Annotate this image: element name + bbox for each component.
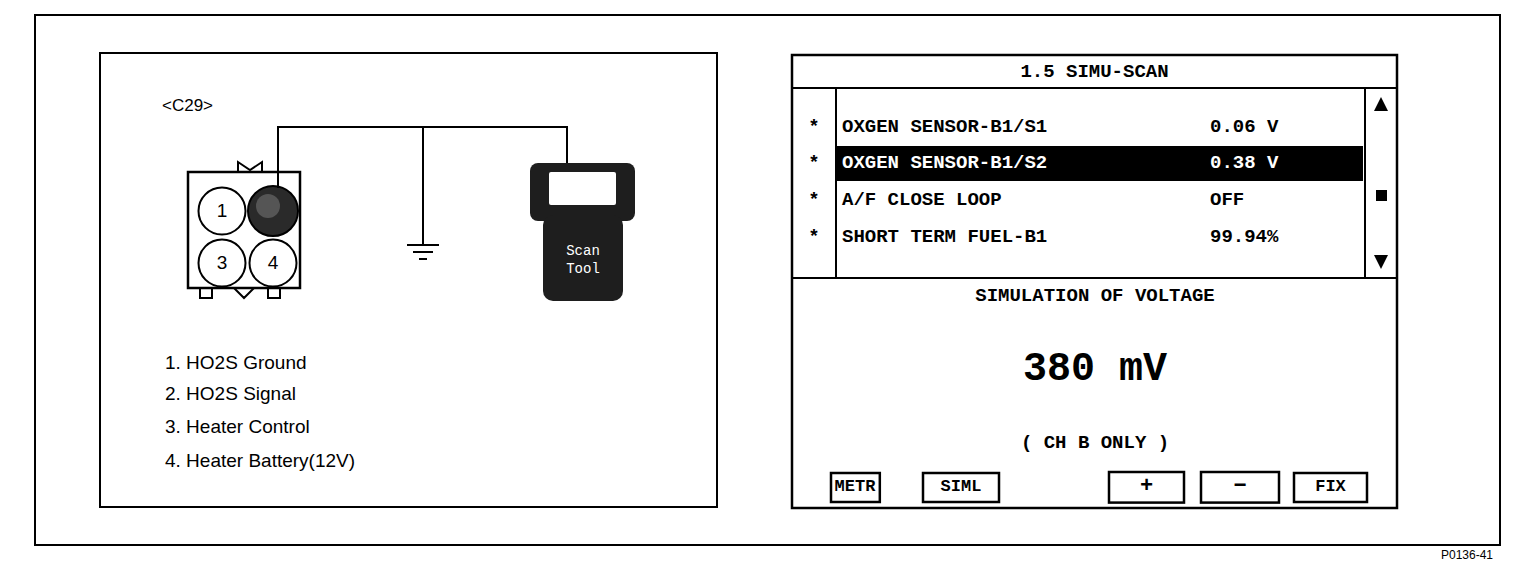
scroll-up-arrow: [1374, 97, 1388, 111]
left-panel: [100, 53, 717, 507]
connector-pin: 3: [197, 238, 247, 288]
pin-circle: [199, 188, 246, 235]
parameter-name: OXGEN SENSOR-B1/S2: [842, 154, 1047, 173]
scan-tool-screen: [549, 172, 616, 205]
connector-pin: 4: [248, 238, 298, 288]
scan-tool-body: [543, 215, 623, 301]
function-key: SIML: [922, 472, 1000, 503]
simulated-voltage: 380 mV: [1023, 350, 1167, 390]
scroll-down-arrow: [1374, 255, 1388, 269]
key-box: [1109, 472, 1184, 503]
key-box: [1201, 472, 1279, 503]
parameter-name: SHORT TERM FUEL-B1: [842, 228, 1047, 247]
mark-column-divider: [835, 88, 837, 278]
scan-tool: Scan Tool: [545, 232, 621, 288]
pin-name: 1. HO2S Ground: [165, 353, 307, 372]
pin-name: 4. Heater Battery(12V): [165, 451, 355, 470]
row-marker: *: [808, 191, 819, 210]
row-marker: *: [808, 118, 819, 137]
signal-pin-shade: [256, 194, 280, 218]
function-key: METR: [830, 472, 881, 503]
parameter-value: 0.38 V: [1210, 154, 1278, 173]
pin-circle: [199, 240, 246, 287]
highlight-row: [837, 146, 1363, 181]
function-key: FIX: [1293, 472, 1368, 503]
parameter-value: OFF: [1210, 191, 1244, 210]
node-text: 1.5 SIMU-SCAN: [1020, 60, 1168, 85]
parameter-value: 0.06 V: [1210, 118, 1278, 137]
pin-circle: [250, 240, 297, 287]
function-key: +: [1108, 471, 1185, 504]
connector-latch: [238, 162, 262, 172]
node-text: +: [1140, 473, 1153, 502]
title-divider: [792, 87, 1397, 89]
node-text: 3: [217, 251, 228, 276]
row-marker: *: [808, 228, 819, 247]
ground-symbol: [407, 245, 439, 259]
ground-wire: [422, 127, 424, 245]
node-text: Scan Tool: [550, 242, 616, 278]
node-text: METR: [835, 476, 876, 498]
pin-name: 2. HO2S Signal: [165, 384, 296, 403]
node-text: 4: [268, 251, 279, 276]
scan-screen-frame: [792, 55, 1397, 508]
parameter-value: 99.94%: [1210, 228, 1278, 247]
scan-tool-head: [530, 163, 635, 221]
signal-pin: [248, 186, 298, 236]
screen-title: 1.5 SIMU-SCAN: [794, 57, 1395, 88]
function-key: −: [1200, 471, 1280, 504]
node-text: 1: [217, 199, 228, 224]
node-text: SIML: [941, 476, 982, 498]
connector-housing: [188, 172, 300, 288]
parameter-name: OXGEN SENSOR-B1/S1: [842, 118, 1047, 137]
node-text: FIX: [1315, 476, 1346, 498]
outer-frame: [35, 15, 1500, 545]
connector-id: <C29>: [162, 97, 213, 114]
key-box: [831, 473, 880, 502]
node-text: −: [1233, 473, 1246, 502]
row-marker: *: [808, 154, 819, 173]
key-box: [923, 473, 999, 502]
parameter-name: A/F CLOSE LOOP: [842, 191, 1002, 210]
key-box: [1294, 473, 1367, 502]
section-heading: SIMULATION OF VOLTAGE: [975, 287, 1214, 306]
scroll-thumb: [1376, 190, 1387, 201]
pin-name: 3. Heater Control: [165, 417, 310, 436]
connector-tabs: [200, 288, 280, 298]
channel-note: ( CH B ONLY ): [1021, 434, 1169, 453]
figure-id: P0136-41: [1441, 549, 1493, 561]
scrollbar-divider: [1364, 88, 1366, 278]
list-divider: [792, 277, 1397, 279]
connector-pin: 1: [197, 186, 247, 236]
